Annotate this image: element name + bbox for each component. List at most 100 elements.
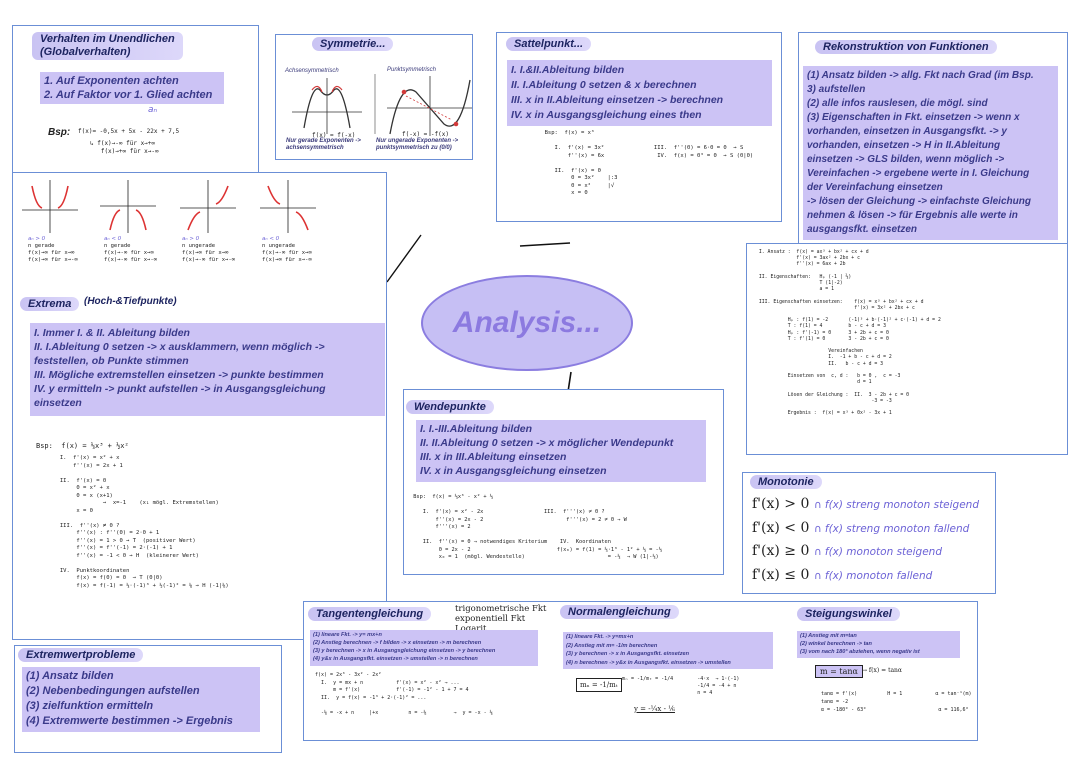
extrema-bsp: Bsp: f(x) = ⅓x³ + ½x² bbox=[36, 442, 129, 450]
graph-1 bbox=[22, 180, 78, 233]
global-steps: 1. Auf Exponenten achten 2. Auf Faktor v… bbox=[40, 72, 224, 104]
sattel-step-3: III. x in II.Ableitung einsetzen -> bere… bbox=[511, 94, 724, 106]
graph-caption-4: aₙ < 0 n ungerade f(x)→-∞ für x→∞ f(x)→∞… bbox=[262, 236, 312, 263]
sattel-step-4: IV. x in Ausgangsgleichung eines then bbox=[511, 109, 702, 121]
symmetry-title: Symmetrie... bbox=[312, 37, 394, 51]
rekon-title: Rekonstruktion von Funktionen bbox=[815, 40, 997, 54]
normale-step-3: (3) y berechnen -> x in Ausgangsfkt. ein… bbox=[566, 651, 690, 657]
wende-steps: I. I.-III.Ableitung bilden II. II.Ableit… bbox=[416, 420, 706, 482]
monotonie-result-2: ∩ f(x) streng monoton fallend bbox=[813, 523, 970, 535]
extrema-step-5: IV. y ermitteln -> punkt aufstellen -> i… bbox=[34, 383, 326, 395]
extremwert-steps: (1) Ansatz bilden (2) Nebenbedingungen a… bbox=[22, 667, 260, 732]
wende-step-4: IV. x in Ausgangsgleichung einsetzen bbox=[420, 465, 607, 477]
symmetry-graphs bbox=[292, 74, 472, 136]
rekon-step-11: nehmen & lösen -> für Ergebnis alle wert… bbox=[807, 210, 1018, 221]
rekon-work: I. Ansatz : f(x) = ax³ + bx² + cx + d f'… bbox=[758, 250, 941, 417]
extremwert-step-2: (2) Nebenbedingungen aufstellen bbox=[26, 685, 200, 697]
extrema-steps: I. Immer I. & II. Ableitung bilden II. I… bbox=[30, 323, 385, 416]
global-title-line2: (Globalverhalten) bbox=[40, 46, 131, 58]
panel-tangente-normale-steigung bbox=[303, 601, 978, 741]
global-behaviour-graphs bbox=[22, 180, 316, 233]
wende-step-2: II. II.Ableitung 0 setzen -> x möglicher… bbox=[420, 437, 674, 449]
rekon-step-5: vorhanden, einsetzen in Ausgangsfkt. -> … bbox=[807, 126, 1007, 137]
normale-step-2: (2) Anstieg mit m= -1/m berechnen bbox=[566, 642, 658, 649]
symmetry-left-note: Nur gerade Exponenten -> achsensymmetris… bbox=[286, 138, 361, 151]
sattel-work: Bsp: f(x) = x³ I. f'(x) = 3x² III. f''(0… bbox=[544, 130, 754, 196]
extrema-work: I. f'(x) = x² + x f''(x) = 2x + 1 II. f'… bbox=[59, 455, 229, 589]
symmetry-left-label: Achsensymmetrisch bbox=[285, 68, 339, 74]
center-topic: Analysis... bbox=[421, 275, 633, 371]
steigung-step-3: (3) vom nach 180° abziehen, wenn negativ… bbox=[800, 649, 920, 655]
monotonie-cond-1: f'(x) > 0 bbox=[752, 496, 810, 512]
global-bsp-label: Bsp: bbox=[48, 127, 71, 138]
sattel-step-1: I. I.&II.Ableitung bilden bbox=[511, 64, 625, 76]
steigung-steps: (1) Anstieg mit m=tan (2) winkel berechn… bbox=[797, 631, 960, 658]
monotonie-row-1: f'(x) > 0 ∩ f(x) streng monoton steigend bbox=[752, 496, 979, 512]
graph-3 bbox=[180, 180, 236, 233]
wende-step-3: III. x in III.Ableitung einsetzen bbox=[420, 451, 567, 463]
rekon-step-12: ausgangsfkt. einsetzen bbox=[807, 224, 918, 235]
global-title: Verhalten im Unendlichen (Globalverhalte… bbox=[32, 32, 183, 60]
rekon-step-3: (2) alle infos rauslesen, die mögl. sind bbox=[807, 98, 988, 109]
normale-formula: mₙ = -1/mₜ bbox=[576, 678, 622, 692]
tangente-side-note-2: exponentiell Fkt bbox=[455, 614, 526, 624]
global-bsp-line-1: ↳ f(x)→-∞ für x→+∞ bbox=[90, 140, 156, 147]
tangente-step-4: (4) y&x in Ausgangsfkt. einsetzen -> ums… bbox=[313, 656, 478, 662]
center-title: Analysis... bbox=[452, 306, 602, 339]
sattel-step-2: II. I.Ableitung 0 setzen & x berechnen bbox=[511, 79, 697, 91]
extrema-step-6: einsetzen bbox=[34, 397, 82, 409]
global-step-2: 2. Auf Faktor vor 1. Glied achten bbox=[44, 89, 213, 101]
steigung-step-2: (2) winkel berechnen -> tan bbox=[800, 641, 872, 647]
global-bsp-line-2: f(x)→+∞ für x→-∞ bbox=[90, 148, 159, 155]
monotonie-result-1: ∩ f(x) streng monoton steigend bbox=[813, 499, 980, 511]
extrema-step-3: feststellen, ob Punkte stimmen bbox=[34, 355, 189, 367]
monotonie-row-3: f'(x) ≥ 0 ∩ f(x) monoton steigend bbox=[752, 543, 942, 559]
rekon-step-6: vorhanden, einsetzen -> H in II.Ableitun… bbox=[807, 140, 1001, 151]
tangente-step-2: (2) Anstieg berechnen -> f bilden -> x e… bbox=[313, 640, 482, 646]
steigung-formula: m = tanα bbox=[815, 665, 863, 678]
monotonie-row-4: f'(x) ≤ 0 ∩ f(x) monoton fallend bbox=[752, 567, 932, 583]
steigung-title: Steigungswinkel bbox=[797, 607, 900, 621]
tangente-title: Tangentengleichung bbox=[308, 607, 432, 621]
monotonie-cond-3: f'(x) ≥ 0 bbox=[752, 543, 810, 559]
rekon-steps: (1) Ansatz bilden -> allg. Fkt nach Grad… bbox=[803, 66, 1058, 240]
monotonie-cond-2: f'(x) < 0 bbox=[752, 520, 810, 536]
symmetry-right-label: Punktsymmetrisch bbox=[387, 67, 437, 73]
rekon-step-10: -> lösen der Gleichung -> einfachste Gle… bbox=[807, 196, 1031, 207]
tangente-side-note: trigonometrische Fkt exponentiell Fkt Lo… bbox=[455, 604, 546, 634]
panel-rekonstruktion-example bbox=[746, 243, 1068, 455]
panel-monotonie bbox=[742, 472, 996, 594]
rekon-step-9: der Vereinfachung einsetzen bbox=[807, 182, 943, 193]
tangente-side-note-1: trigonometrische Fkt bbox=[455, 604, 547, 614]
graph-caption-1: aₙ > 0 n gerade f(x)→∞ für x→∞ f(x)→∞ fü… bbox=[28, 236, 78, 263]
sattel-steps: I. I.&II.Ableitung bilden II. I.Ableitun… bbox=[507, 60, 772, 126]
normale-result: y = -¼x - ⅙ bbox=[634, 705, 675, 713]
global-title-line1: Verhalten im Unendlichen bbox=[40, 33, 175, 45]
tangente-step-3: (3) y berechnen -> x in Ausgangsgleichun… bbox=[313, 648, 496, 654]
sattel-title: Sattelpunkt... bbox=[506, 37, 592, 51]
monotonie-result-4: ∩ f(x) monoton fallend bbox=[813, 570, 933, 582]
tangente-side-note-3: Logarit bbox=[455, 624, 487, 634]
global-bsp-function: f(x)= -0,5x + 5x - 22x + 7,5 bbox=[78, 128, 180, 135]
wende-step-1: I. I.-III.Ableitung bilden bbox=[420, 423, 532, 435]
wende-work: Bsp: f(x) = ⅓x³ - x² + ⅓ I. f'(x) = x² -… bbox=[413, 494, 662, 560]
graph-2 bbox=[100, 180, 156, 233]
rekon-step-8: Vereinfachen -> ergebene werte in I. Gle… bbox=[807, 168, 1030, 179]
extremwert-step-3: (3) zielfunktion ermitteln bbox=[26, 700, 154, 712]
extrema-step-2: II. I.Ableitung 0 setzen -> x ausklammer… bbox=[34, 341, 325, 353]
extrema-title: Extrema bbox=[20, 297, 80, 311]
rekon-step-7: einsetzen -> GLS bilden, wenn möglich -> bbox=[807, 154, 1005, 165]
global-step-1: 1. Auf Exponenten achten bbox=[44, 75, 179, 87]
extremwert-title: Extremwertprobleme bbox=[18, 648, 144, 662]
symmetry-right-formula: f(-x) = -f(x) bbox=[402, 131, 449, 138]
global-annotation: aₙ bbox=[148, 105, 158, 115]
panel-symmetrie bbox=[275, 34, 473, 160]
normale-title: Normalengleichung bbox=[560, 605, 679, 619]
symmetry-right-note: Nur ungerade Exponenten -> punktsymmetri… bbox=[376, 138, 459, 151]
monotonie-row-2: f'(x) < 0 ∩ f(x) streng monoton fallend bbox=[752, 520, 969, 536]
normale-work: mₙ = -1/mₜ = -1/4 -4·x → 1·(-1) -1/4 = -… bbox=[622, 676, 740, 696]
graph-caption-2: aₙ < 0 n gerade f(x)→-∞ für x→∞ f(x)→-∞ … bbox=[104, 236, 157, 263]
monotonie-cond-4: f'(x) ≤ 0 bbox=[752, 567, 810, 583]
steigung-step-1: (1) Anstieg mit m=tan bbox=[800, 633, 857, 639]
graph-4 bbox=[260, 180, 316, 233]
